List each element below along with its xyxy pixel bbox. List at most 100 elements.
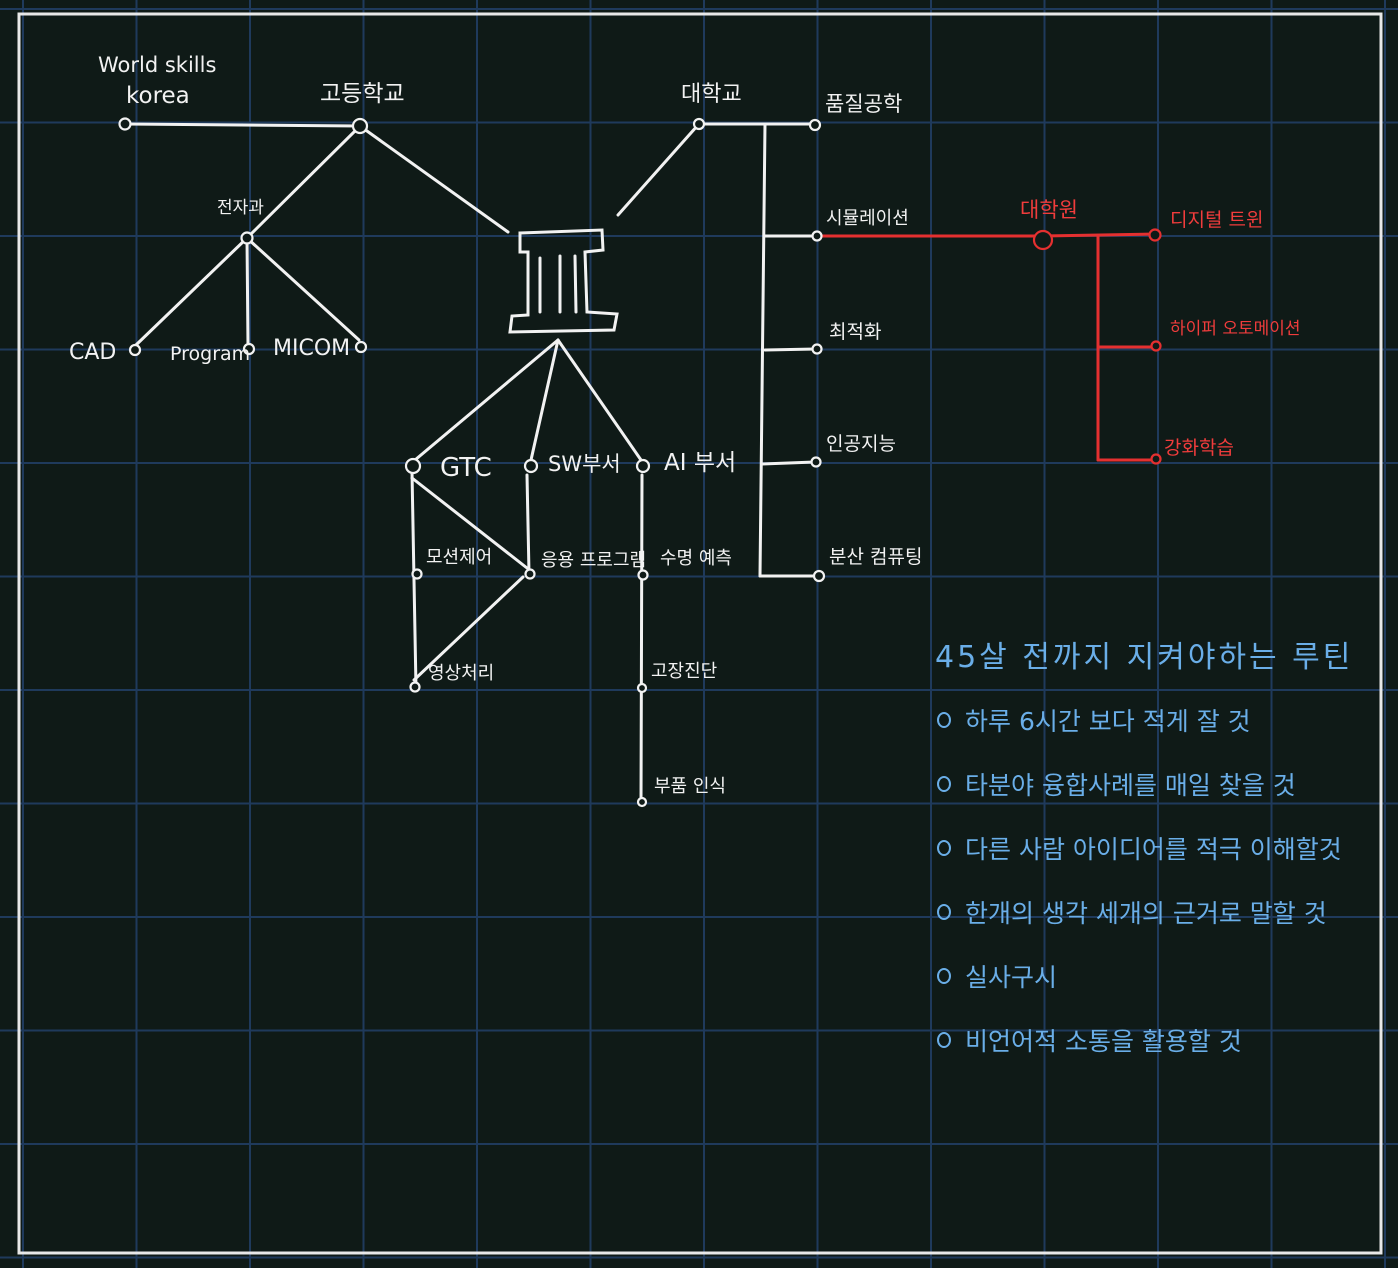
edge-electronics-program [245, 236, 250, 347]
node-reinforcement [1150, 453, 1162, 465]
routine-item-text: 다른 사람 아이디어를 적극 이해할것 [965, 835, 1342, 864]
logo-outline [508, 228, 619, 334]
page-frame [17, 12, 1383, 1255]
edge-worldskills-highschool [123, 122, 362, 128]
edge-highschool-logo [358, 124, 510, 234]
label-app: 응용 프로그램 [541, 550, 646, 571]
edge-logo-sw [529, 338, 560, 462]
connectors-white [123, 122, 819, 804]
routine-item: 타분야 융합사례를 매일 찾을 것 [935, 766, 1385, 830]
label-worldskills-2: korea [126, 83, 190, 109]
bullet-circle-icon [937, 1032, 951, 1048]
node-electronics [240, 231, 254, 245]
label-sw-dept: SW부서 [548, 452, 621, 476]
label-ai-dept: AI 부서 [664, 450, 736, 476]
node-fault [636, 682, 648, 694]
label-highschool: 고등학교 [320, 81, 405, 107]
edge-bus-ai [760, 460, 817, 466]
ai-dept-vertical [639, 473, 644, 804]
label-ai: 인공지능 [826, 433, 896, 455]
routine-item: 비언어적 소통을 활용할 것 [935, 1022, 1385, 1086]
routine-item-text: 비언어적 소통을 활용할 것 [965, 1027, 1242, 1056]
label-optimization: 최적화 [829, 321, 881, 343]
routine-item-text: 하루 6시간 보다 적게 잘 것 [965, 707, 1251, 736]
edge-logo-gtc [413, 338, 560, 462]
node-simulation [811, 230, 823, 242]
routine-notes: 45살 전까지 지켜야하는 루틴 하루 6시간 보다 적게 잘 것 타분야 융합… [935, 632, 1385, 1086]
node-micom [354, 340, 368, 354]
label-university: 대학교 [681, 82, 742, 107]
label-worldskills-1: World skills [98, 53, 216, 77]
sw-vertical [525, 473, 531, 575]
node-part [636, 796, 648, 808]
bullet-circle-icon [937, 712, 951, 728]
node-worldskills [118, 117, 132, 131]
routine-item-text: 한개의 생각 세개의 근거로 말할 것 [965, 899, 1327, 928]
label-reinforcement: 강화학습 [1164, 437, 1234, 459]
routine-list: 하루 6시간 보다 적게 잘 것 타분야 융합사례를 매일 찾을 것 다른 사람… [935, 702, 1385, 1086]
nodes-white [118, 117, 826, 808]
nodes-red [1032, 228, 1162, 465]
labels-white: World skills korea 고등학교 전자과 CAD Program … [69, 53, 922, 797]
node-distributed [812, 569, 826, 583]
label-micom: MICOM [273, 336, 350, 361]
bullet-circle-icon [937, 904, 951, 920]
edge-highschool-electronics [245, 124, 362, 240]
label-life: 수명 예측 [660, 548, 732, 569]
edge-electronics-cad [134, 236, 249, 347]
edge-logo-university [616, 123, 700, 217]
bullet-circle-icon [937, 968, 951, 984]
routine-item: 한개의 생각 세개의 근거로 말할 것 [935, 894, 1385, 958]
logo-inner-strokes [538, 254, 578, 314]
edge-app-image [412, 575, 525, 682]
edge-electronics-micom [245, 236, 361, 342]
node-program [242, 342, 256, 356]
node-cad [128, 343, 142, 357]
edge-logo-ai [556, 338, 643, 462]
edge-gtc-app [410, 476, 529, 570]
node-optimization [811, 343, 823, 355]
university-vertical-bus [758, 122, 767, 578]
label-part: 부품 인식 [654, 776, 726, 797]
label-fault: 고장진단 [651, 661, 717, 682]
routine-item-text: 실사구시 [965, 963, 1058, 992]
node-grad-school [1032, 229, 1054, 251]
label-electronics: 전자과 [217, 198, 264, 218]
node-highschool [351, 117, 369, 135]
node-hyper [1150, 340, 1162, 352]
gtc-vertical [410, 470, 418, 690]
node-life [637, 569, 649, 581]
bullet-circle-icon [937, 840, 951, 856]
node-image [409, 681, 421, 693]
routine-title: 45살 전까지 지켜야하는 루틴 [935, 640, 1354, 675]
label-image: 영상처리 [428, 663, 494, 684]
routine-item: 하루 6시간 보다 적게 잘 것 [935, 702, 1385, 766]
connectors-red [815, 232, 1157, 462]
routine-item-text: 타분야 융합사례를 매일 찾을 것 [965, 771, 1296, 800]
label-gtc: GTC [440, 453, 492, 483]
routine-item: 실사구시 [935, 958, 1385, 1022]
node-university [692, 117, 706, 131]
label-simulation: 시뮬레이션 [826, 208, 909, 229]
node-app [524, 568, 536, 580]
node-quality [808, 118, 822, 132]
node-sw [523, 458, 539, 474]
label-quality: 품질공학 [825, 92, 902, 116]
node-digital-twin [1148, 228, 1162, 242]
edge-bus-optimization [763, 347, 818, 352]
node-ai-dept [635, 458, 651, 474]
label-hyper: 하이퍼 오토메이션 [1170, 319, 1301, 339]
central-logo [508, 228, 619, 334]
node-ai [810, 456, 822, 468]
bullet-circle-icon [937, 776, 951, 792]
labels-red: 대학원 디지털 트윈 하이퍼 오토메이션 강화학습 [1020, 198, 1301, 459]
label-program: Program [170, 343, 250, 365]
label-motion: 모션제어 [426, 547, 492, 568]
label-cad: CAD [69, 340, 116, 365]
label-grad-school: 대학원 [1020, 198, 1078, 222]
node-gtc [404, 457, 422, 475]
label-distributed: 분산 컴퓨팅 [829, 546, 922, 568]
node-motion [411, 568, 423, 580]
routine-item: 다른 사람 아이디어를 적극 이해할것 [935, 830, 1385, 894]
